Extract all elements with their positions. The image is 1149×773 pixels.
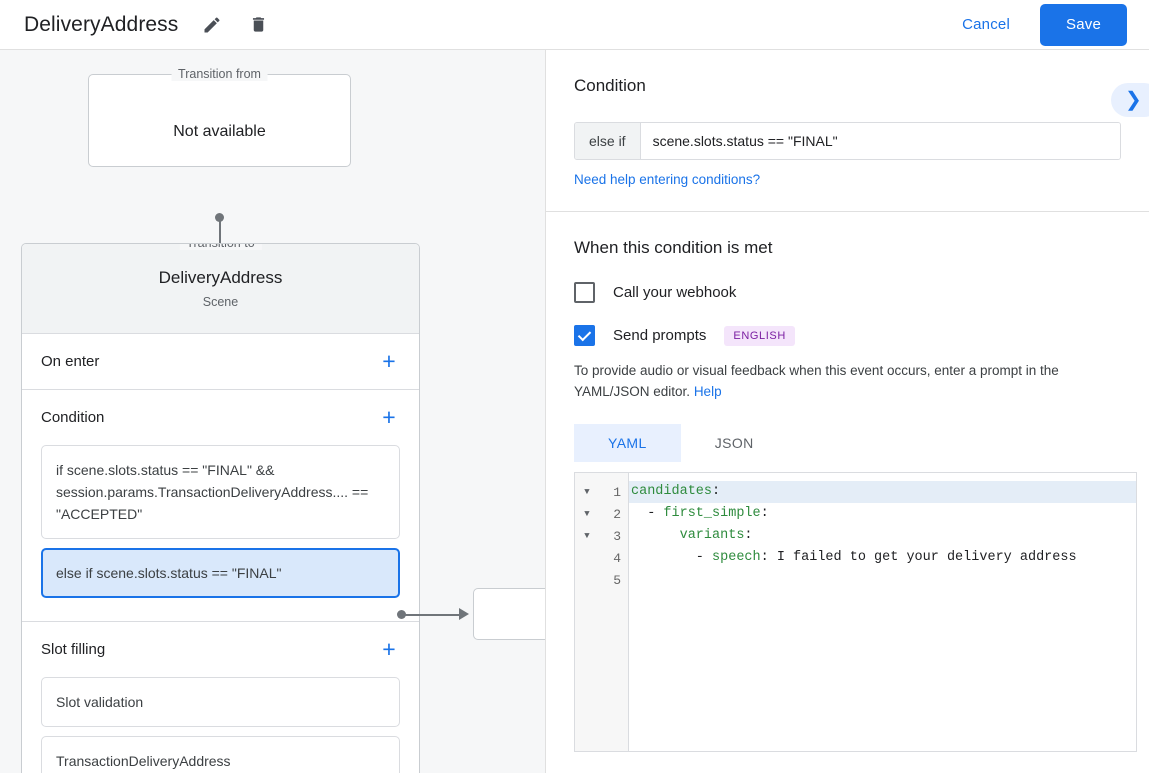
condition-out-dot — [397, 610, 406, 619]
editor-line-number: 4 — [613, 550, 621, 566]
condition-expression-input[interactable]: scene.slots.status == "FINAL" — [640, 123, 1120, 159]
editor-token: speech — [712, 550, 761, 565]
add-slot-button[interactable]: + — [382, 636, 396, 662]
editor-token: candidates — [631, 484, 713, 499]
editor-code-line[interactable]: candidates: — [629, 481, 1136, 503]
scene-name: DeliveryAddress — [158, 268, 283, 287]
fold-triangle-icon[interactable]: ▼ — [584, 531, 590, 541]
pencil-icon[interactable] — [200, 13, 224, 37]
section-on-enter: On enter + — [22, 334, 419, 390]
send-prompts-checkbox[interactable] — [574, 325, 595, 346]
section-on-enter-head: On enter + — [41, 334, 400, 389]
editor-gutter-line[interactable]: 5 — [575, 569, 628, 591]
prompts-hint: To provide audio or visual feedback when… — [574, 360, 1121, 402]
section-slot-filling-head: Slot filling + — [41, 622, 400, 677]
chevron-right-icon: ❯ — [1125, 89, 1142, 111]
editor-gutter-line[interactable]: ▼2 — [575, 503, 628, 525]
condition-help-link[interactable]: Need help entering conditions? — [574, 172, 761, 187]
panel-condition-heading: Condition — [574, 76, 646, 95]
section-condition-head: Condition + — [41, 390, 400, 445]
detail-panel: ❯ Condition else if scene.slots.status =… — [545, 50, 1149, 773]
panel-condition-section: Condition else if scene.slots.status == … — [546, 50, 1149, 212]
editor-line-number: 1 — [613, 484, 621, 500]
condition-out-arrow-icon — [459, 608, 469, 620]
scene-header: DeliveryAddress Scene — [22, 244, 419, 334]
editor-token: variants — [679, 528, 745, 543]
editor-line-number: 5 — [613, 572, 621, 588]
section-slot-filling: Slot filling + Slot validation Transacti… — [22, 622, 419, 773]
tab-json[interactable]: JSON — [714, 435, 754, 451]
fold-triangle-icon[interactable]: ▼ — [584, 487, 590, 497]
prompts-hint-text: To provide audio or visual feedback when… — [574, 363, 1059, 399]
editor-gutter-line[interactable]: 4 — [575, 547, 628, 569]
editor-token: : — [744, 528, 753, 543]
transition-from-node[interactable]: Transition from Not available — [88, 67, 351, 167]
condition-input-group[interactable]: else if scene.slots.status == "FINAL" — [574, 122, 1121, 160]
panel-when-met-section: When this condition is met Call your web… — [546, 212, 1149, 773]
editor-token: - — [631, 550, 713, 565]
send-prompts-row[interactable]: Send prompts ENGLISH — [574, 325, 1121, 346]
editor-token: - — [631, 506, 664, 521]
transition-to-node[interactable]: Transition to DeliveryAddress Scene On e… — [21, 243, 420, 773]
trash-icon[interactable] — [246, 13, 270, 37]
editor-line-number: 2 — [613, 506, 621, 522]
section-on-enter-title: On enter — [41, 353, 100, 370]
condition-chip-if[interactable]: if scene.slots.status == "FINAL" && sess… — [41, 445, 400, 539]
webhook-checkbox[interactable] — [574, 282, 595, 303]
tab-yaml[interactable]: YAML — [574, 424, 681, 462]
editor-code-line[interactable] — [629, 569, 1136, 591]
flow-canvas[interactable]: Transition from Not available Transition… — [0, 50, 545, 773]
body-wrapper: Transition from Not available Transition… — [0, 50, 1149, 773]
editor-token: : I failed to get your delivery address — [760, 550, 1077, 565]
webhook-row[interactable]: Call your webhook — [574, 282, 1121, 303]
slot-chip-validation[interactable]: Slot validation — [41, 677, 400, 727]
editor-token — [631, 528, 680, 543]
editor-code-line[interactable]: variants: — [629, 525, 1136, 547]
editor-gutter-line[interactable]: ▼1 — [575, 481, 628, 503]
condition-chip-else-if[interactable]: else if scene.slots.status == "FINAL" — [41, 548, 400, 598]
editor-code-line[interactable]: - speech: I failed to get your delivery … — [629, 547, 1136, 569]
section-condition: Condition + if scene.slots.status == "FI… — [22, 390, 419, 622]
editor-tabs: YAML JSON — [574, 424, 1121, 462]
add-on-enter-button[interactable]: + — [382, 348, 396, 374]
editor-code-area[interactable]: candidates: - first_simple: variants: - … — [629, 473, 1136, 751]
fold-triangle-icon[interactable]: ▼ — [584, 509, 590, 519]
cancel-button[interactable]: Cancel — [946, 8, 1026, 41]
slot-chip-transaction[interactable]: TransactionDeliveryAddress — [41, 736, 400, 773]
when-met-heading: When this condition is met — [574, 238, 773, 257]
condition-out-line — [405, 614, 463, 616]
next-target-node[interactable] — [473, 588, 545, 640]
language-badge: ENGLISH — [724, 325, 795, 346]
prompts-help-link[interactable]: Help — [693, 384, 722, 399]
section-condition-title: Condition — [41, 409, 105, 426]
transition-from-legend: Transition from — [171, 67, 268, 81]
send-prompts-label: Send prompts — [613, 327, 707, 344]
editor-token: : — [760, 506, 769, 521]
editor-token: : — [712, 484, 721, 499]
transition-from-title: Not available — [173, 123, 266, 140]
transition-to-legend: Transition to — [179, 244, 262, 250]
condition-prefix-label: else if — [575, 123, 641, 159]
editor-code-line[interactable]: - first_simple: — [629, 503, 1136, 525]
editor-gutter-line[interactable]: ▼3 — [575, 525, 628, 547]
add-condition-button[interactable]: + — [382, 404, 396, 430]
top-app-bar: DeliveryAddress Cancel Save — [0, 0, 1149, 50]
scene-subtitle: Scene — [202, 295, 239, 309]
expand-panel-button[interactable]: ❯ — [1111, 83, 1149, 117]
page-title: DeliveryAddress — [24, 12, 179, 36]
section-slot-filling-title: Slot filling — [41, 641, 106, 658]
editor-line-number: 3 — [613, 528, 621, 544]
webhook-label: Call your webhook — [613, 284, 737, 301]
save-button[interactable]: Save — [1040, 3, 1127, 46]
editor-token: first_simple — [663, 506, 761, 521]
